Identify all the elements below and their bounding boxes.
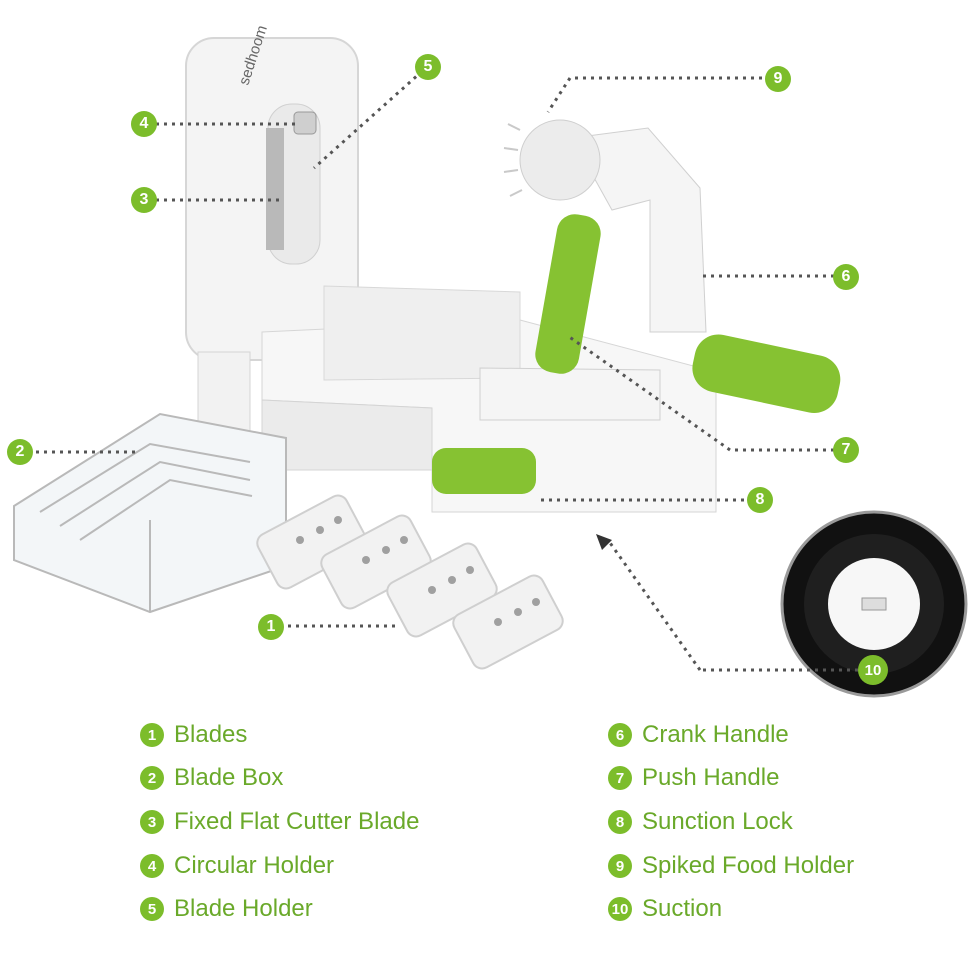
legend-number: 5: [140, 897, 164, 921]
legend-number: 10: [608, 897, 632, 921]
legend-item-blades: 1 Blades: [140, 721, 247, 749]
legend-label: Blades: [174, 721, 248, 748]
callout-10: 10: [858, 655, 888, 685]
legend-item-crank-handle: 6 Crank Handle: [608, 721, 789, 749]
callout-2: 2: [7, 439, 33, 465]
legend-label: Crank Handle: [642, 721, 789, 748]
legend-item-push-handle: 7 Push Handle: [608, 764, 779, 792]
callout-1: 1: [258, 614, 284, 640]
legend-item-fixed-flat-cutter-blade: 3 Fixed Flat Cutter Blade: [140, 808, 419, 836]
legend-number: 6: [608, 723, 632, 747]
legend-number: 9: [608, 854, 632, 878]
legend-item-blade-box: 2 Blade Box: [140, 764, 283, 792]
legend-number: 7: [608, 766, 632, 790]
callout-7: 7: [833, 437, 859, 463]
callout-5: 5: [415, 54, 441, 80]
legend-number: 2: [140, 766, 164, 790]
legend-item-blade-holder: 5 Blade Holder: [140, 895, 313, 923]
callout-3: 3: [131, 187, 157, 213]
callout-6: 6: [833, 264, 859, 290]
legend-item-spiked-food-holder: 9 Spiked Food Holder: [608, 852, 854, 880]
callout-8: 8: [747, 487, 773, 513]
legend-number: 4: [140, 854, 164, 878]
legend-label: Suction: [642, 895, 723, 922]
legend-item-sunction-lock: 8 Sunction Lock: [608, 808, 793, 836]
legend-number: 3: [140, 810, 164, 834]
legend-number: 8: [608, 810, 632, 834]
callout-4: 4: [131, 111, 157, 137]
legend-label: Sunction Lock: [642, 808, 793, 835]
legend-item-circular-holder: 4 Circular Holder: [140, 852, 334, 880]
callout-9: 9: [765, 66, 791, 92]
legend-label: Spiked Food Holder: [642, 852, 855, 879]
legend-item-suction: 10 Suction: [608, 895, 722, 923]
legend-label: Blade Holder: [174, 895, 313, 922]
legend-label: Blade Box: [174, 764, 284, 791]
legend-label: Circular Holder: [174, 852, 335, 879]
legend-label: Fixed Flat Cutter Blade: [174, 808, 420, 835]
legend-number: 1: [140, 723, 164, 747]
legend-label: Push Handle: [642, 764, 780, 791]
